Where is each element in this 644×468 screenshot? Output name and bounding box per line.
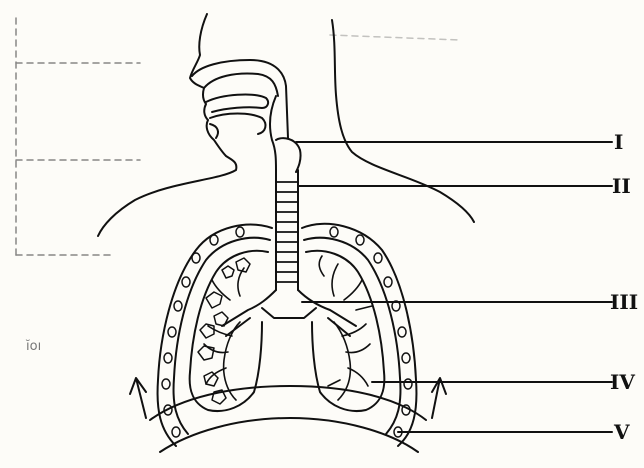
right-bronchus-upper — [298, 290, 356, 326]
carina — [262, 308, 316, 318]
left-bronchus-upper — [222, 290, 276, 326]
left-lung — [158, 225, 272, 446]
right-lung — [302, 224, 416, 446]
left-bronchioles — [204, 268, 244, 400]
bleed-through-text: ĭoı — [26, 340, 41, 353]
diaphragm-lower — [160, 418, 418, 452]
bleed-through-lines — [16, 18, 460, 255]
bleed-horizontal-line-4 — [330, 35, 460, 40]
palate — [206, 95, 268, 112]
label-II: II — [612, 176, 631, 196]
label-IV: IV — [610, 372, 635, 392]
right-pleura-inner — [304, 238, 400, 434]
trachea — [276, 170, 298, 290]
nasal-cavity-inner — [204, 74, 278, 96]
trachea-rings — [276, 182, 298, 282]
neck-back — [332, 20, 474, 222]
bronchi — [222, 290, 356, 336]
left-alveoli-clusters — [198, 258, 250, 404]
larynx — [276, 138, 301, 172]
label-I: I — [614, 132, 623, 152]
diaphragm-arrow-left — [130, 378, 146, 418]
diaphragm-arrow-right — [432, 378, 446, 418]
face-profile — [98, 14, 236, 236]
pharynx — [270, 96, 276, 170]
label-III: III — [610, 292, 638, 312]
label-V: V — [614, 422, 630, 442]
left-pleura-inner — [174, 238, 270, 434]
right-bronchioles — [319, 256, 372, 400]
pointer-lines — [296, 142, 612, 432]
